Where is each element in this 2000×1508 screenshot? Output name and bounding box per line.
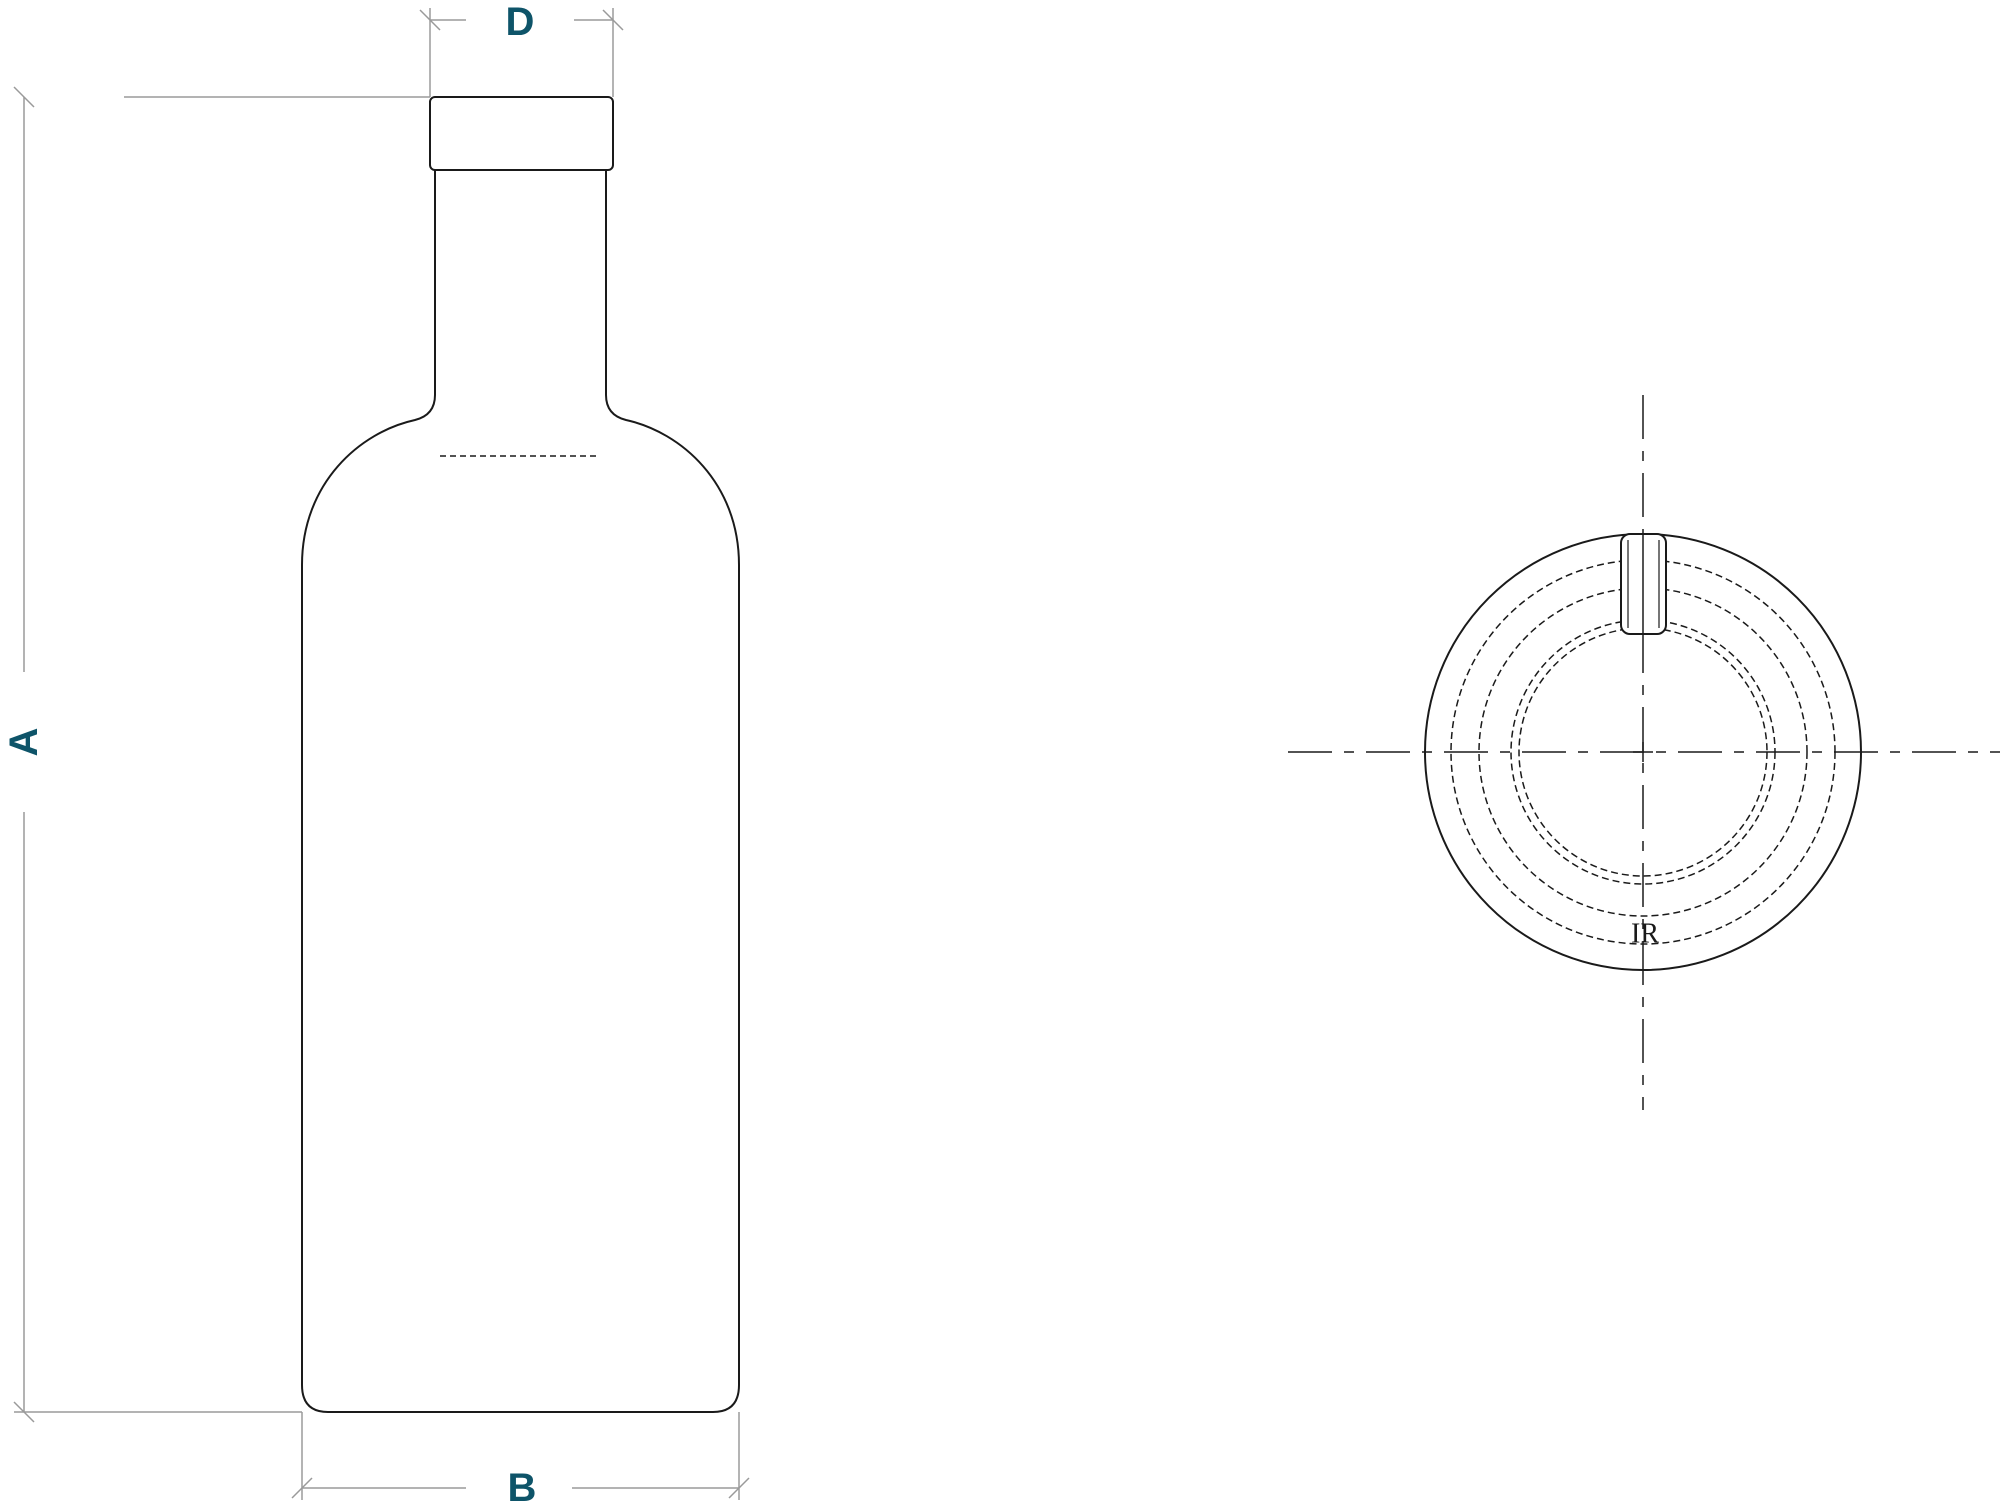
dimension-b [291, 1412, 750, 1500]
dimension-d-tick-left [419, 9, 441, 31]
bottle-finish [429, 96, 614, 171]
dimension-b-label: B [508, 1466, 537, 1508]
dimension-d-label: D [506, 0, 535, 44]
top-view-center-mark [1633, 742, 1653, 762]
bottle-body-outline [301, 170, 740, 1413]
base-mark-text: IR [1631, 919, 1659, 950]
dimension-a-tick-top [13, 86, 35, 108]
dimension-d [419, 8, 624, 97]
dimension-a-tick-bottom [13, 1401, 35, 1423]
dimension-a-label: A [2, 728, 46, 757]
dimension-a [13, 86, 430, 1423]
bottle-top-view [1288, 395, 2000, 1110]
dimension-b-tick-right [728, 1477, 750, 1499]
bottle-side-view [301, 96, 740, 1413]
dimension-b-tick-left [291, 1477, 313, 1499]
dimension-d-tick-right [602, 9, 624, 31]
